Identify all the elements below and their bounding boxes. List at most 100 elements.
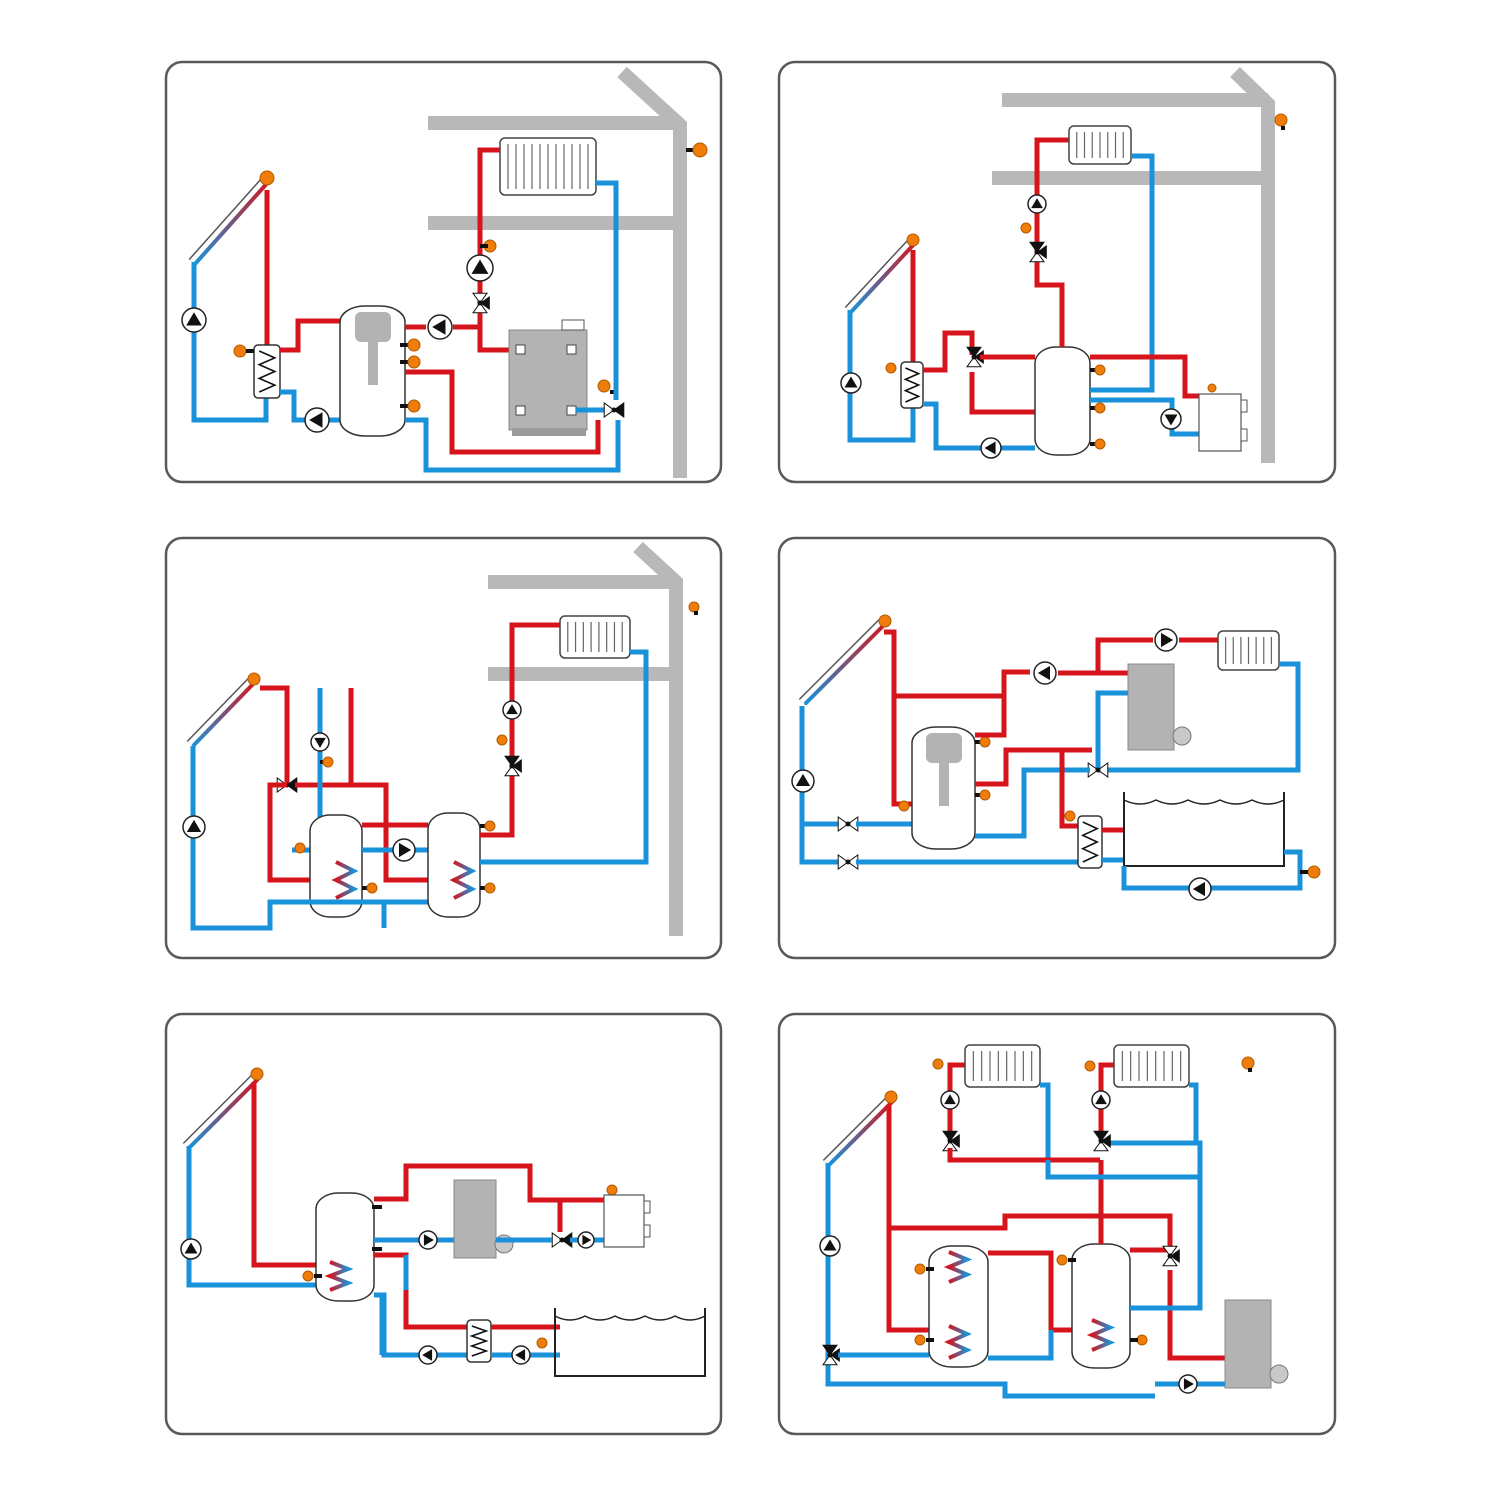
pump-arrow [984,441,996,455]
boiler-port [566,405,577,416]
boiler-port [515,344,526,355]
valve-icon [830,1348,840,1362]
valve-icon [1101,1134,1111,1148]
cold-pipe [480,649,649,865]
temperature-sensor-icon [884,1090,898,1104]
pump-arrow [471,259,489,274]
temperature-sensor-icon [250,1067,264,1081]
wall-heater [643,1200,651,1214]
valve-icon [611,407,617,413]
cold-pipe [1090,153,1155,393]
cold-pipe [825,1163,1155,1399]
valve-icon [504,765,520,777]
pump-arrow [1192,881,1206,897]
sensor-stub [926,1338,934,1342]
pump-arrow [186,819,202,833]
valve-icon [1037,245,1047,259]
pump-arrow [1037,665,1051,681]
heating-coil [449,860,477,900]
valve-icon [1029,241,1045,253]
valve-icon [477,300,483,306]
hot-pipe [480,622,560,838]
inner-tank [926,733,962,763]
pump-arrow [944,1094,956,1105]
boiler [453,1179,497,1259]
temperature-sensor-icon [979,789,991,801]
sensor-stub [400,404,410,408]
temperature-sensor-icon [1094,364,1106,376]
panel-solar-tank-radiator-heater [777,60,1337,484]
cold-pipe [186,1146,316,1288]
cold-pipe [975,767,1090,839]
temperature-sensor-icon [259,170,275,186]
valve-icon [1098,1138,1104,1144]
valve-icon [1162,1255,1178,1267]
sensor-stub [1248,1068,1252,1072]
temperature-sensor-icon [979,736,991,748]
panel-solar-boiler-radiator [164,60,723,484]
heat-exchanger-coil [1080,821,1100,863]
boiler-burner [1172,726,1192,746]
temperature-sensor-icon [932,1058,944,1070]
solar-collector [193,178,272,266]
hot-pipe [975,669,1030,738]
temperature-sensor-icon [247,672,261,686]
hot-pipe [374,1252,467,1330]
cold-pipe [1045,1160,1200,1180]
inner-tank [368,340,378,385]
cold-pipe [405,417,621,473]
valve-icon [613,402,625,418]
temperature-sensor-icon [484,820,496,832]
valve-icon [1095,767,1101,773]
valve-icon [1093,1130,1109,1142]
temperature-sensor-icon [407,399,421,413]
temperature-sensor-icon [1020,222,1032,234]
sensor-stub [694,611,698,615]
valve-icon [942,1130,958,1142]
valve-icon [822,1344,838,1356]
cold-pipe [988,1330,1054,1361]
wall-heater [603,1194,645,1248]
valve-icon [966,346,982,358]
pump-arrow [844,376,858,388]
temperature-sensor-icon [885,362,897,374]
building-wall [1230,66,1275,463]
heating-coil [331,860,359,900]
pump-arrow [506,704,518,715]
cold-pipe [1095,690,1128,770]
valve-icon [822,1354,838,1366]
hot-pipe [886,1105,1173,1252]
storage-tank [928,1245,989,1368]
hot-pipe [1090,354,1199,399]
radiator [1113,1044,1190,1088]
panel-solar-two-tanks [164,536,723,960]
valve-icon [827,1352,833,1358]
valve-icon [1097,762,1109,778]
pump-arrow [1160,632,1174,648]
pump-arrow [1164,414,1178,426]
pump-arrow [186,312,202,326]
wall-heater [1240,428,1248,442]
temperature-sensor-icon [407,338,421,352]
temperature-sensor-icon [1307,865,1321,879]
hot-pipe [260,685,290,785]
valve-icon [559,1237,565,1243]
sensor-stub [480,244,488,248]
solar-collector [183,1073,259,1149]
heat-exchanger-coil [903,367,921,403]
valve-icon [1162,1245,1178,1257]
sensor-stub [1281,126,1285,130]
valve-icon [837,854,849,870]
valve-icon [950,1134,960,1148]
cold-pipe [799,706,840,865]
storage-tank [1034,346,1091,456]
panel-solar-boiler-pool [777,536,1337,960]
pump-arrow [1031,198,1043,209]
wall-heater [643,1224,651,1238]
temperature-sensor-icon [878,614,892,628]
pump-arrow [582,1234,592,1246]
temperature-sensor-icon [407,355,421,369]
inner-tank [355,312,391,342]
solar-collector [845,237,916,313]
wall-heater [1240,399,1248,413]
